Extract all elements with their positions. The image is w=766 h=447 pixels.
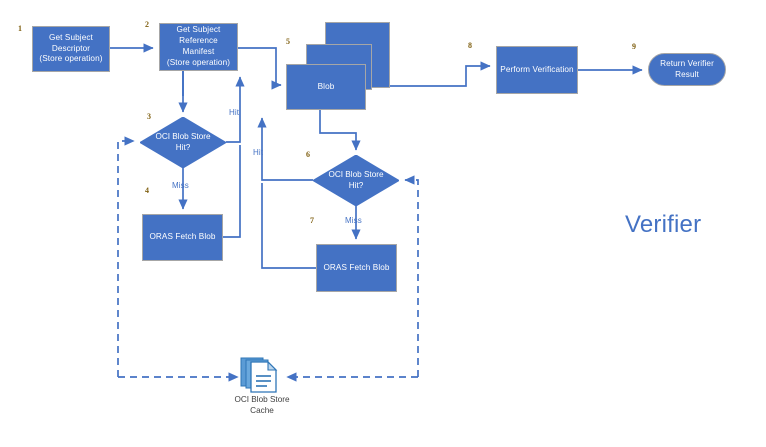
decision-1-line-1: OCI Blob Store [155,131,211,141]
diamond-shape-2 [313,155,399,206]
node-2-line-2: Reference Manifest [179,36,218,56]
node-perform-verification[interactable]: Perform Verification [496,46,578,94]
edge-label-miss-2: Miss [345,216,362,225]
node-1-line-1: Get Subject [49,32,93,42]
decision-1-line-2: Hit? [175,142,191,152]
node-4-label: ORAS Fetch Blob [149,232,216,242]
node-get-subject-descriptor[interactable]: Get Subject Descriptor (Store operation) [32,26,110,72]
diamond-shape-1 [140,117,226,168]
step-number-1: 1 [18,24,22,33]
cache-label: OCI Blob Store Cache [202,394,322,416]
edge-cache-to-3-dashed [117,136,135,377]
node-decision-oci-blob-store-hit-2[interactable]: OCI Blob Store Hit? [313,155,399,206]
node-5-label: Blob [317,81,335,91]
step-number-6: 6 [306,150,310,159]
decision-1-text: OCI Blob Store Hit? [140,117,226,168]
cache-label-line-1: OCI Blob Store [234,395,290,404]
step-number-3: 3 [147,112,151,121]
cache-label-line-2: Cache [250,406,274,416]
step-number-2: 2 [145,20,149,29]
edge-7-to-hit-riser [261,183,316,269]
edge-label-hit-2: Hit [253,148,264,157]
decision-2-text: OCI Blob Store Hit? [313,155,399,206]
step-number-8: 8 [468,41,472,50]
node-oras-fetch-blob-2[interactable]: ORAS Fetch Blob [316,244,397,292]
decision-2-line-2: Hit? [348,180,364,190]
step-number-4: 4 [145,186,149,195]
node-8-label: Perform Verification [500,64,574,74]
edge-cache-to-6-dashed [404,175,419,377]
node-return-verifier-result[interactable]: Return Verifier Result [648,53,726,86]
node-2-line-3: (Store operation) [166,57,231,67]
step-number-7: 7 [310,216,314,225]
node-9-line-2: Result [675,69,699,79]
edge-5-to-6 [319,110,361,151]
edge-2-to-5 [238,47,282,90]
edge-6-to-5-hit [257,117,313,181]
documents-stack-icon [238,356,286,396]
node-1-line-2: Descriptor [51,43,91,53]
node-7-label: ORAS Fetch Blob [323,262,390,272]
diagram-title: Verifier [625,211,702,238]
node-decision-oci-blob-store-hit-1[interactable]: OCI Blob Store Hit? [140,117,226,168]
node-oras-fetch-blob-1[interactable]: ORAS Fetch Blob [142,214,223,261]
step-number-9: 9 [632,42,636,51]
edge-label-hit-1: Hit [229,108,240,117]
decision-2-line-1: OCI Blob Store [328,169,384,179]
node-2-line-1: Get Subject [176,25,221,35]
node-9-line-1: Return Verifier [660,58,714,68]
node-get-subject-reference-manifest[interactable]: Get Subject Reference Manifest (Store op… [159,23,238,71]
step-number-5: 5 [286,37,290,46]
node-blob[interactable]: Blob [286,64,366,110]
edge-label-miss-1: Miss [172,181,189,190]
node-1-line-3: (Store operation) [39,54,103,64]
